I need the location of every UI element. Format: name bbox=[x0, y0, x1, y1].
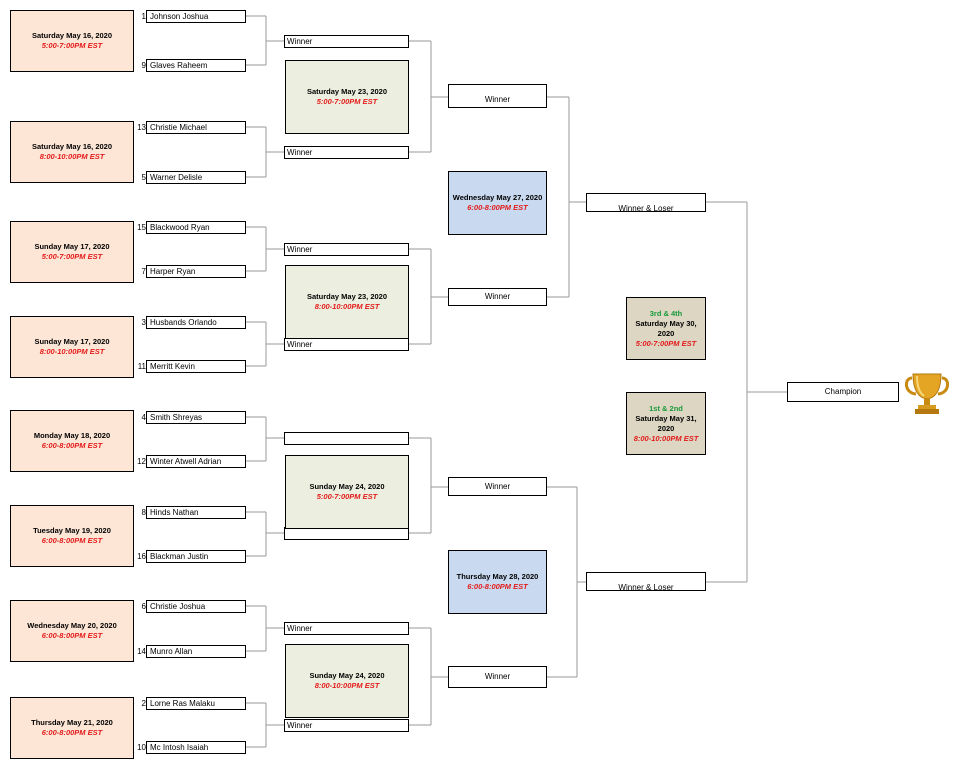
round2-winner-slot: Winner bbox=[284, 338, 409, 351]
semifinal-slot: Winner & Loser bbox=[586, 193, 706, 212]
match-date: Sunday May 24, 2020 bbox=[309, 671, 385, 680]
seed-number: 7 bbox=[141, 267, 146, 276]
player-name: Christie Michael bbox=[146, 121, 246, 134]
seed-number: 14 bbox=[137, 647, 146, 656]
round2-winner-slot: Winner bbox=[284, 35, 409, 48]
semifinal-slot: Winner & Loser bbox=[586, 572, 706, 591]
round2-winner-slot: Winner bbox=[284, 719, 409, 732]
champion-slot: Champion bbox=[787, 382, 899, 402]
player-name: Warner Delisle bbox=[146, 171, 246, 184]
round2-winner-slot bbox=[284, 432, 409, 445]
match-time: 5:00-7:00PM EST bbox=[41, 252, 103, 261]
match-date: Sunday May 24, 2020 bbox=[309, 482, 385, 491]
match-date: Monday May 18, 2020 bbox=[33, 431, 111, 440]
match-time: 6:00-8:00PM EST bbox=[467, 582, 528, 591]
player-name: Lorne Ras Malaku bbox=[146, 697, 246, 710]
match-date: Thursday May 21, 2020 bbox=[31, 718, 113, 727]
seed-number: 2 bbox=[141, 699, 146, 708]
round3-winner-slot: Winner bbox=[448, 84, 547, 108]
player-name: Mc Intosh Isaiah bbox=[146, 741, 246, 754]
player-name: Munro Allan bbox=[146, 645, 246, 658]
round2-winner-slot: Winner bbox=[284, 146, 409, 159]
round3-winner-slot: Winner bbox=[448, 288, 547, 306]
match-time: 6:00-8:00PM EST bbox=[41, 728, 103, 737]
seed-number: 16 bbox=[137, 552, 146, 561]
seed-number: 11 bbox=[137, 362, 146, 371]
match-time: 5:00-7:00PM EST bbox=[41, 41, 103, 50]
match-time: 5:00-7:00PM EST bbox=[635, 338, 697, 348]
seed-number: 6 bbox=[141, 602, 146, 611]
round3-winner-slot: Winner bbox=[448, 666, 547, 688]
player-name: Hinds Nathan bbox=[146, 506, 246, 519]
seed-number: 4 bbox=[141, 413, 146, 422]
match-date: Saturday May 16, 2020 bbox=[31, 31, 113, 40]
seed-number: 9 bbox=[141, 61, 146, 70]
round2-winner-slot: Winner bbox=[284, 243, 409, 256]
player-name: Harper Ryan bbox=[146, 265, 246, 278]
player-name: Christie Joshua bbox=[146, 600, 246, 613]
match-date: Thursday May 28, 2020 bbox=[456, 572, 539, 581]
seed-number: 5 bbox=[141, 173, 146, 182]
match-date: Wednesday May 27, 2020 bbox=[452, 193, 543, 202]
seed-number: 3 bbox=[141, 318, 146, 327]
seed-number: 10 bbox=[137, 743, 146, 752]
player-name: Blackwood Ryan bbox=[146, 221, 246, 234]
match-date: Saturday May 23, 2020 bbox=[306, 87, 388, 96]
player-name: Husbands Orlando bbox=[146, 316, 246, 329]
trophy-icon bbox=[905, 373, 949, 414]
match-time: 6:00-8:00PM EST bbox=[467, 203, 528, 212]
match-date: Saturday May 16, 2020 bbox=[31, 142, 113, 151]
match-label: 1st & 2nd bbox=[649, 403, 683, 413]
match-time: 8:00-10:00PM EST bbox=[314, 302, 380, 311]
seed-number: 15 bbox=[137, 223, 146, 232]
player-name: Smith Shreyas bbox=[146, 411, 246, 424]
match-date: Tuesday May 19, 2020 bbox=[33, 526, 111, 535]
seed-number: 1 bbox=[141, 12, 146, 21]
seed-number: 8 bbox=[141, 508, 146, 517]
player-name: Johnson Joshua bbox=[146, 10, 246, 23]
match-time: 8:00-10:00PM EST bbox=[633, 433, 699, 443]
match-date: Wednesday May 20, 2020 bbox=[27, 621, 117, 630]
match-time: 8:00-10:00PM EST bbox=[39, 152, 105, 161]
player-name: Glaves Raheem bbox=[146, 59, 246, 72]
match-date: Saturday May 23, 2020 bbox=[306, 292, 388, 301]
player-name: Winter Atwell Adrian bbox=[146, 455, 246, 468]
player-name: Blackman Justin bbox=[146, 550, 246, 563]
match-time: 6:00-8:00PM EST bbox=[41, 536, 103, 545]
match-time: 5:00-7:00PM EST bbox=[316, 492, 378, 501]
match-date: Sunday May 17, 2020 bbox=[34, 337, 110, 346]
match-date: Saturday May 31, 2020 bbox=[635, 413, 697, 433]
match-time: 6:00-8:00PM EST bbox=[41, 441, 103, 450]
match-time: 6:00-8:00PM EST bbox=[41, 631, 103, 640]
match-time: 5:00-7:00PM EST bbox=[316, 97, 378, 106]
match-date: Saturday May 30, 2020 bbox=[635, 318, 697, 338]
match-time: 8:00-10:00PM EST bbox=[314, 681, 380, 690]
match-time: 8:00-10:00PM EST bbox=[39, 347, 105, 356]
seed-number: 13 bbox=[137, 123, 146, 132]
match-label: 3rd & 4th bbox=[649, 308, 683, 318]
round3-winner-slot: Winner bbox=[448, 477, 547, 496]
player-name: Merritt Kevin bbox=[146, 360, 246, 373]
seed-number: 12 bbox=[137, 457, 146, 466]
round2-winner-slot: Winner bbox=[284, 622, 409, 635]
match-date: Sunday May 17, 2020 bbox=[34, 242, 110, 251]
